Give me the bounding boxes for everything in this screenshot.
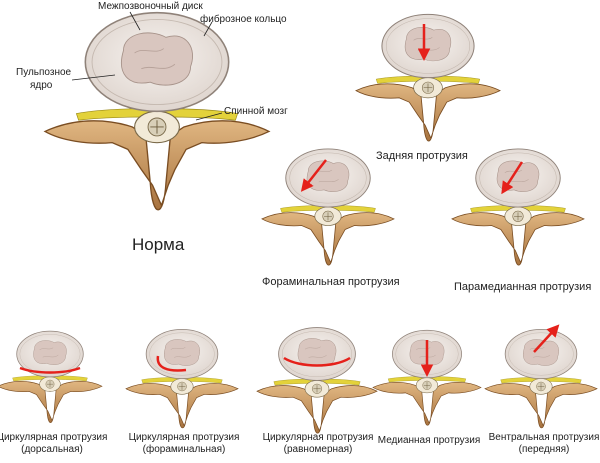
- vertebra-circ-uniform: [256, 327, 378, 434]
- label-circ-foraminal-2: (фораминальная): [142, 444, 226, 455]
- label-posterior: Задняя протрузия: [376, 150, 468, 162]
- vertebra-circ-dorsal: [0, 330, 103, 424]
- label-foraminal: Фораминальная протрузия: [262, 276, 400, 288]
- label-circ-uniform-2: (равномерная): [283, 444, 353, 455]
- label-circ-dorsal-2: (дорсальная): [21, 444, 83, 455]
- protrusion-mark: [283, 356, 351, 367]
- label-circ-uniform-1: Циркулярная протрузия: [262, 432, 374, 443]
- label-ventral-2: (передняя): [518, 444, 570, 455]
- arrow-icon: [533, 324, 560, 353]
- label-disc: Межпозвоночный диск: [98, 1, 203, 12]
- protrusion-mark: [19, 366, 81, 374]
- label-circ-dorsal-1: Циркулярная протрузия: [0, 432, 108, 443]
- label-annulus: фиброзное кольцо: [200, 14, 287, 25]
- label-normal: Норма: [132, 235, 185, 254]
- label-spinal-cord: Спинной мозг: [224, 106, 288, 117]
- arrow-icon: [501, 161, 524, 195]
- label-nucleus-2: ядро: [30, 80, 53, 91]
- leader-lines: [71, 11, 223, 121]
- label-ventral-1: Вентральная протрузия: [488, 432, 600, 443]
- vertebra-circ-foraminal: [125, 328, 239, 429]
- vertebra-foraminal: [261, 148, 395, 266]
- arrow-icon: [300, 159, 327, 192]
- protrusion-mark: [156, 355, 187, 372]
- label-circ-foraminal-1: Циркулярная протрузия: [128, 432, 240, 443]
- label-paramedian: Парамедианная протрузия: [454, 281, 592, 293]
- label-median: Медианная протрузия: [377, 435, 481, 446]
- label-nucleus-1: Пульпозное: [16, 67, 72, 78]
- vertebra-posterior: [355, 13, 501, 142]
